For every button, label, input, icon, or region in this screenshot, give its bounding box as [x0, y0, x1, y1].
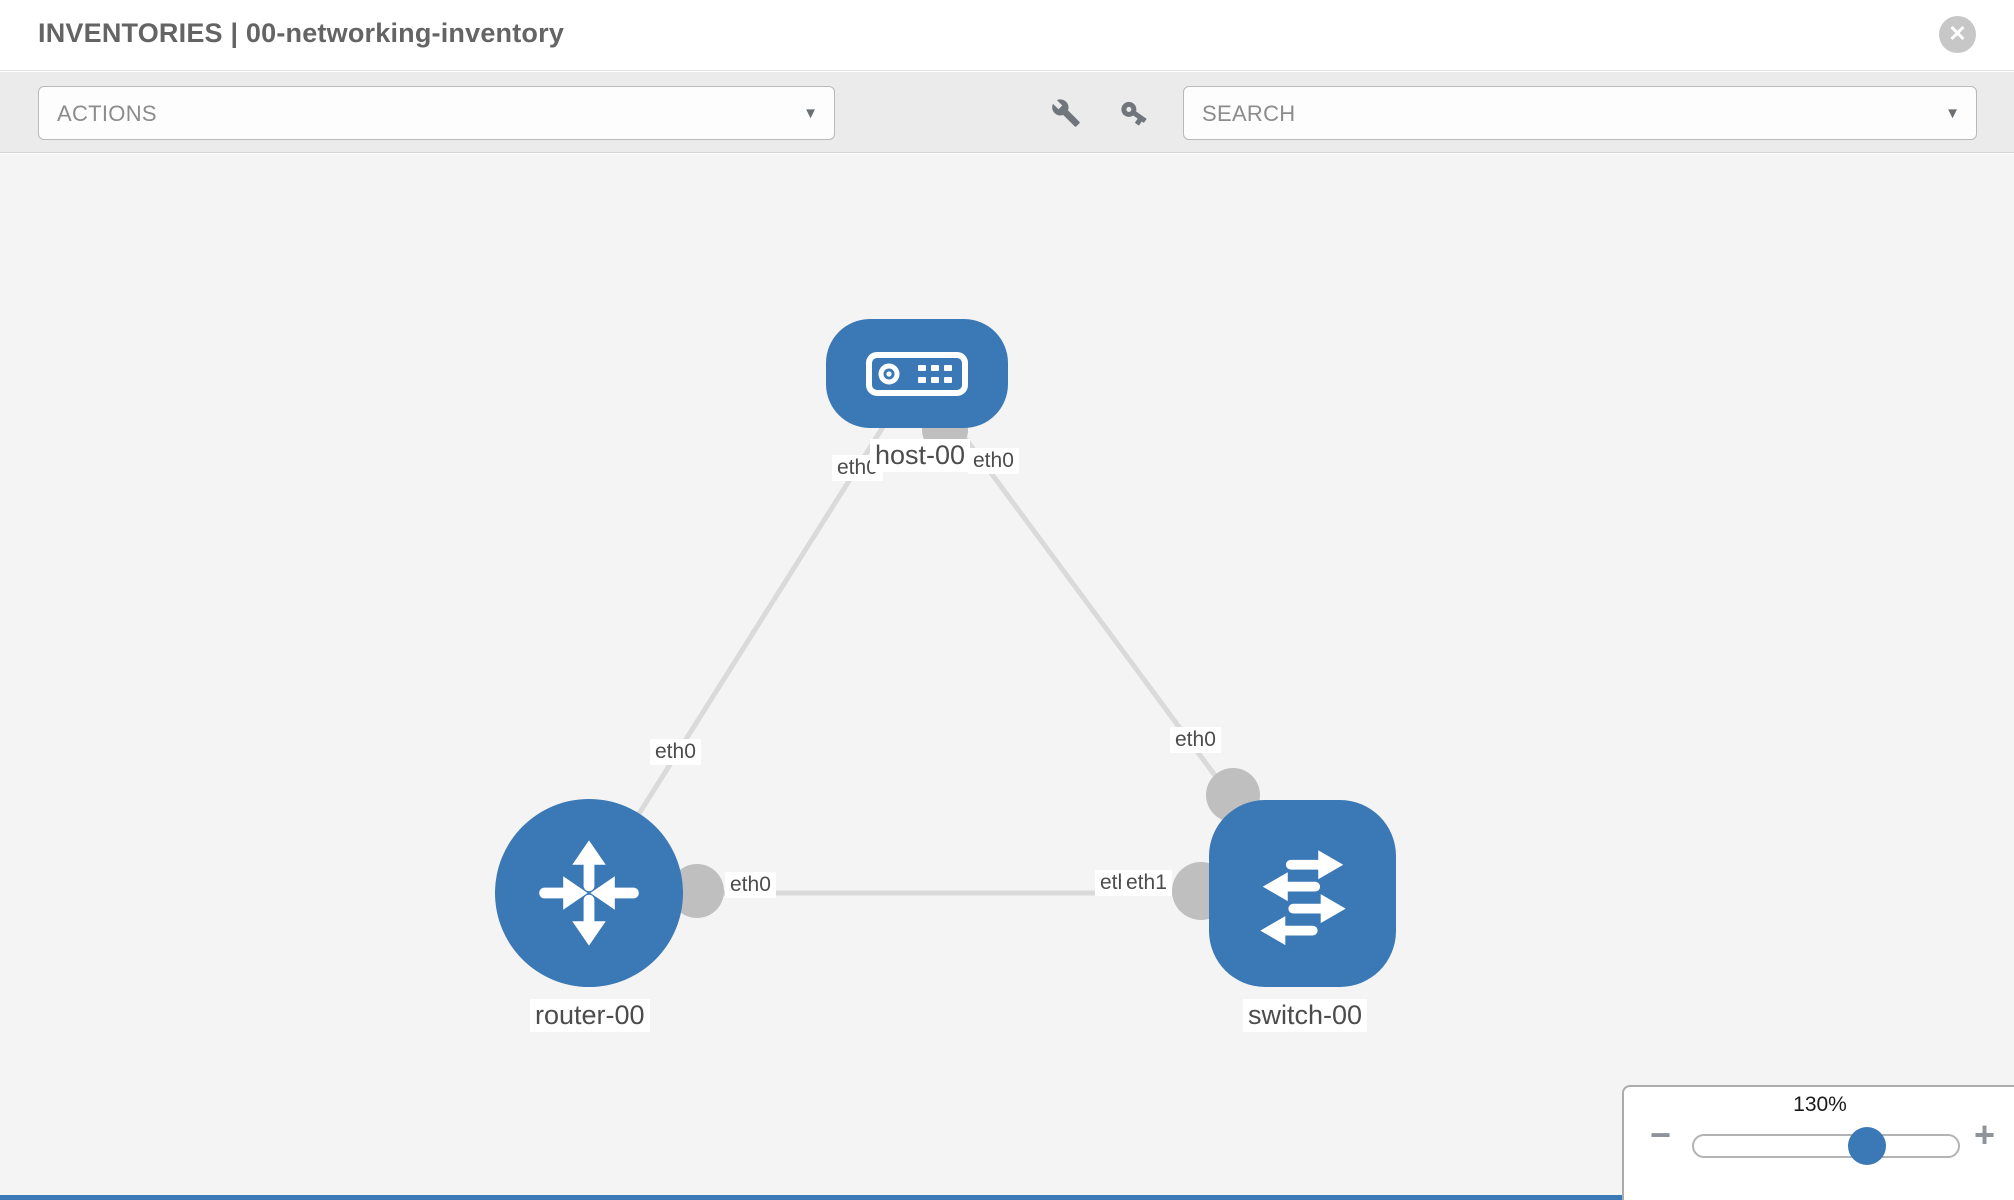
search-dropdown-label: SEARCH — [1202, 101, 1296, 126]
footer-strip — [0, 1195, 1622, 1200]
zoom-in-button[interactable]: + — [1974, 1114, 1996, 1155]
switch-icon — [1242, 833, 1364, 955]
interface-label-link-host-switch: eth0 — [1170, 727, 1221, 753]
close-button[interactable]: ✕ — [1939, 16, 1976, 53]
credentials-button[interactable] — [1117, 98, 1151, 128]
router-icon — [529, 833, 649, 953]
topology-links-layer — [586, 371, 1305, 920]
page-title: INVENTORIES | 00-networking-inventory — [38, 18, 565, 48]
node-label-host: host-00 — [870, 439, 971, 472]
interface-circles — [670, 407, 1260, 920]
interface-label-link-host-router: eth0 — [650, 739, 701, 765]
chevron-down-icon: ▼ — [1945, 105, 1960, 122]
key-icon — [1117, 101, 1151, 132]
actions-dropdown-label: ACTIONS — [57, 101, 157, 126]
close-icon: ✕ — [1948, 21, 1967, 46]
tools-button[interactable] — [1049, 98, 1083, 128]
node-host-00[interactable] — [826, 319, 1008, 428]
interface-label-host-eth0-right: eth0 — [968, 448, 1019, 474]
interface-circle-router-eth0[interactable] — [670, 864, 724, 918]
actions-dropdown[interactable]: ACTIONS ▼ — [38, 86, 835, 140]
zoom-control-panel: 130% − + — [1622, 1085, 2014, 1200]
zoom-level-value: 130% — [1793, 1093, 1847, 1116]
zoom-slider[interactable] — [1692, 1127, 1960, 1165]
host-icon — [865, 351, 969, 397]
zoom-slider-thumb[interactable] — [1848, 1127, 1886, 1165]
toolbar: ACTIONS ▼ SEARCH ▼ — [0, 72, 2014, 153]
node-label-switch: switch-00 — [1243, 999, 1368, 1032]
node-label-router: router-00 — [530, 999, 650, 1032]
chevron-down-icon: ▼ — [803, 105, 818, 122]
node-switch-00[interactable] — [1209, 800, 1396, 987]
search-dropdown[interactable]: SEARCH ▼ — [1183, 86, 1977, 140]
wrench-icon — [1049, 99, 1083, 132]
header: INVENTORIES | 00-networking-inventory ✕ — [0, 0, 2014, 71]
topology-canvas[interactable]: eth0 host-00 eth0 eth0 eth0 eth0 eth0 et… — [0, 154, 2014, 1200]
interface-label-router-eth0: eth0 — [725, 872, 776, 898]
node-router-00[interactable] — [495, 799, 683, 987]
zoom-out-button[interactable]: − — [1650, 1114, 1672, 1155]
interface-label-switch-eth1: eth1 — [1121, 870, 1172, 896]
